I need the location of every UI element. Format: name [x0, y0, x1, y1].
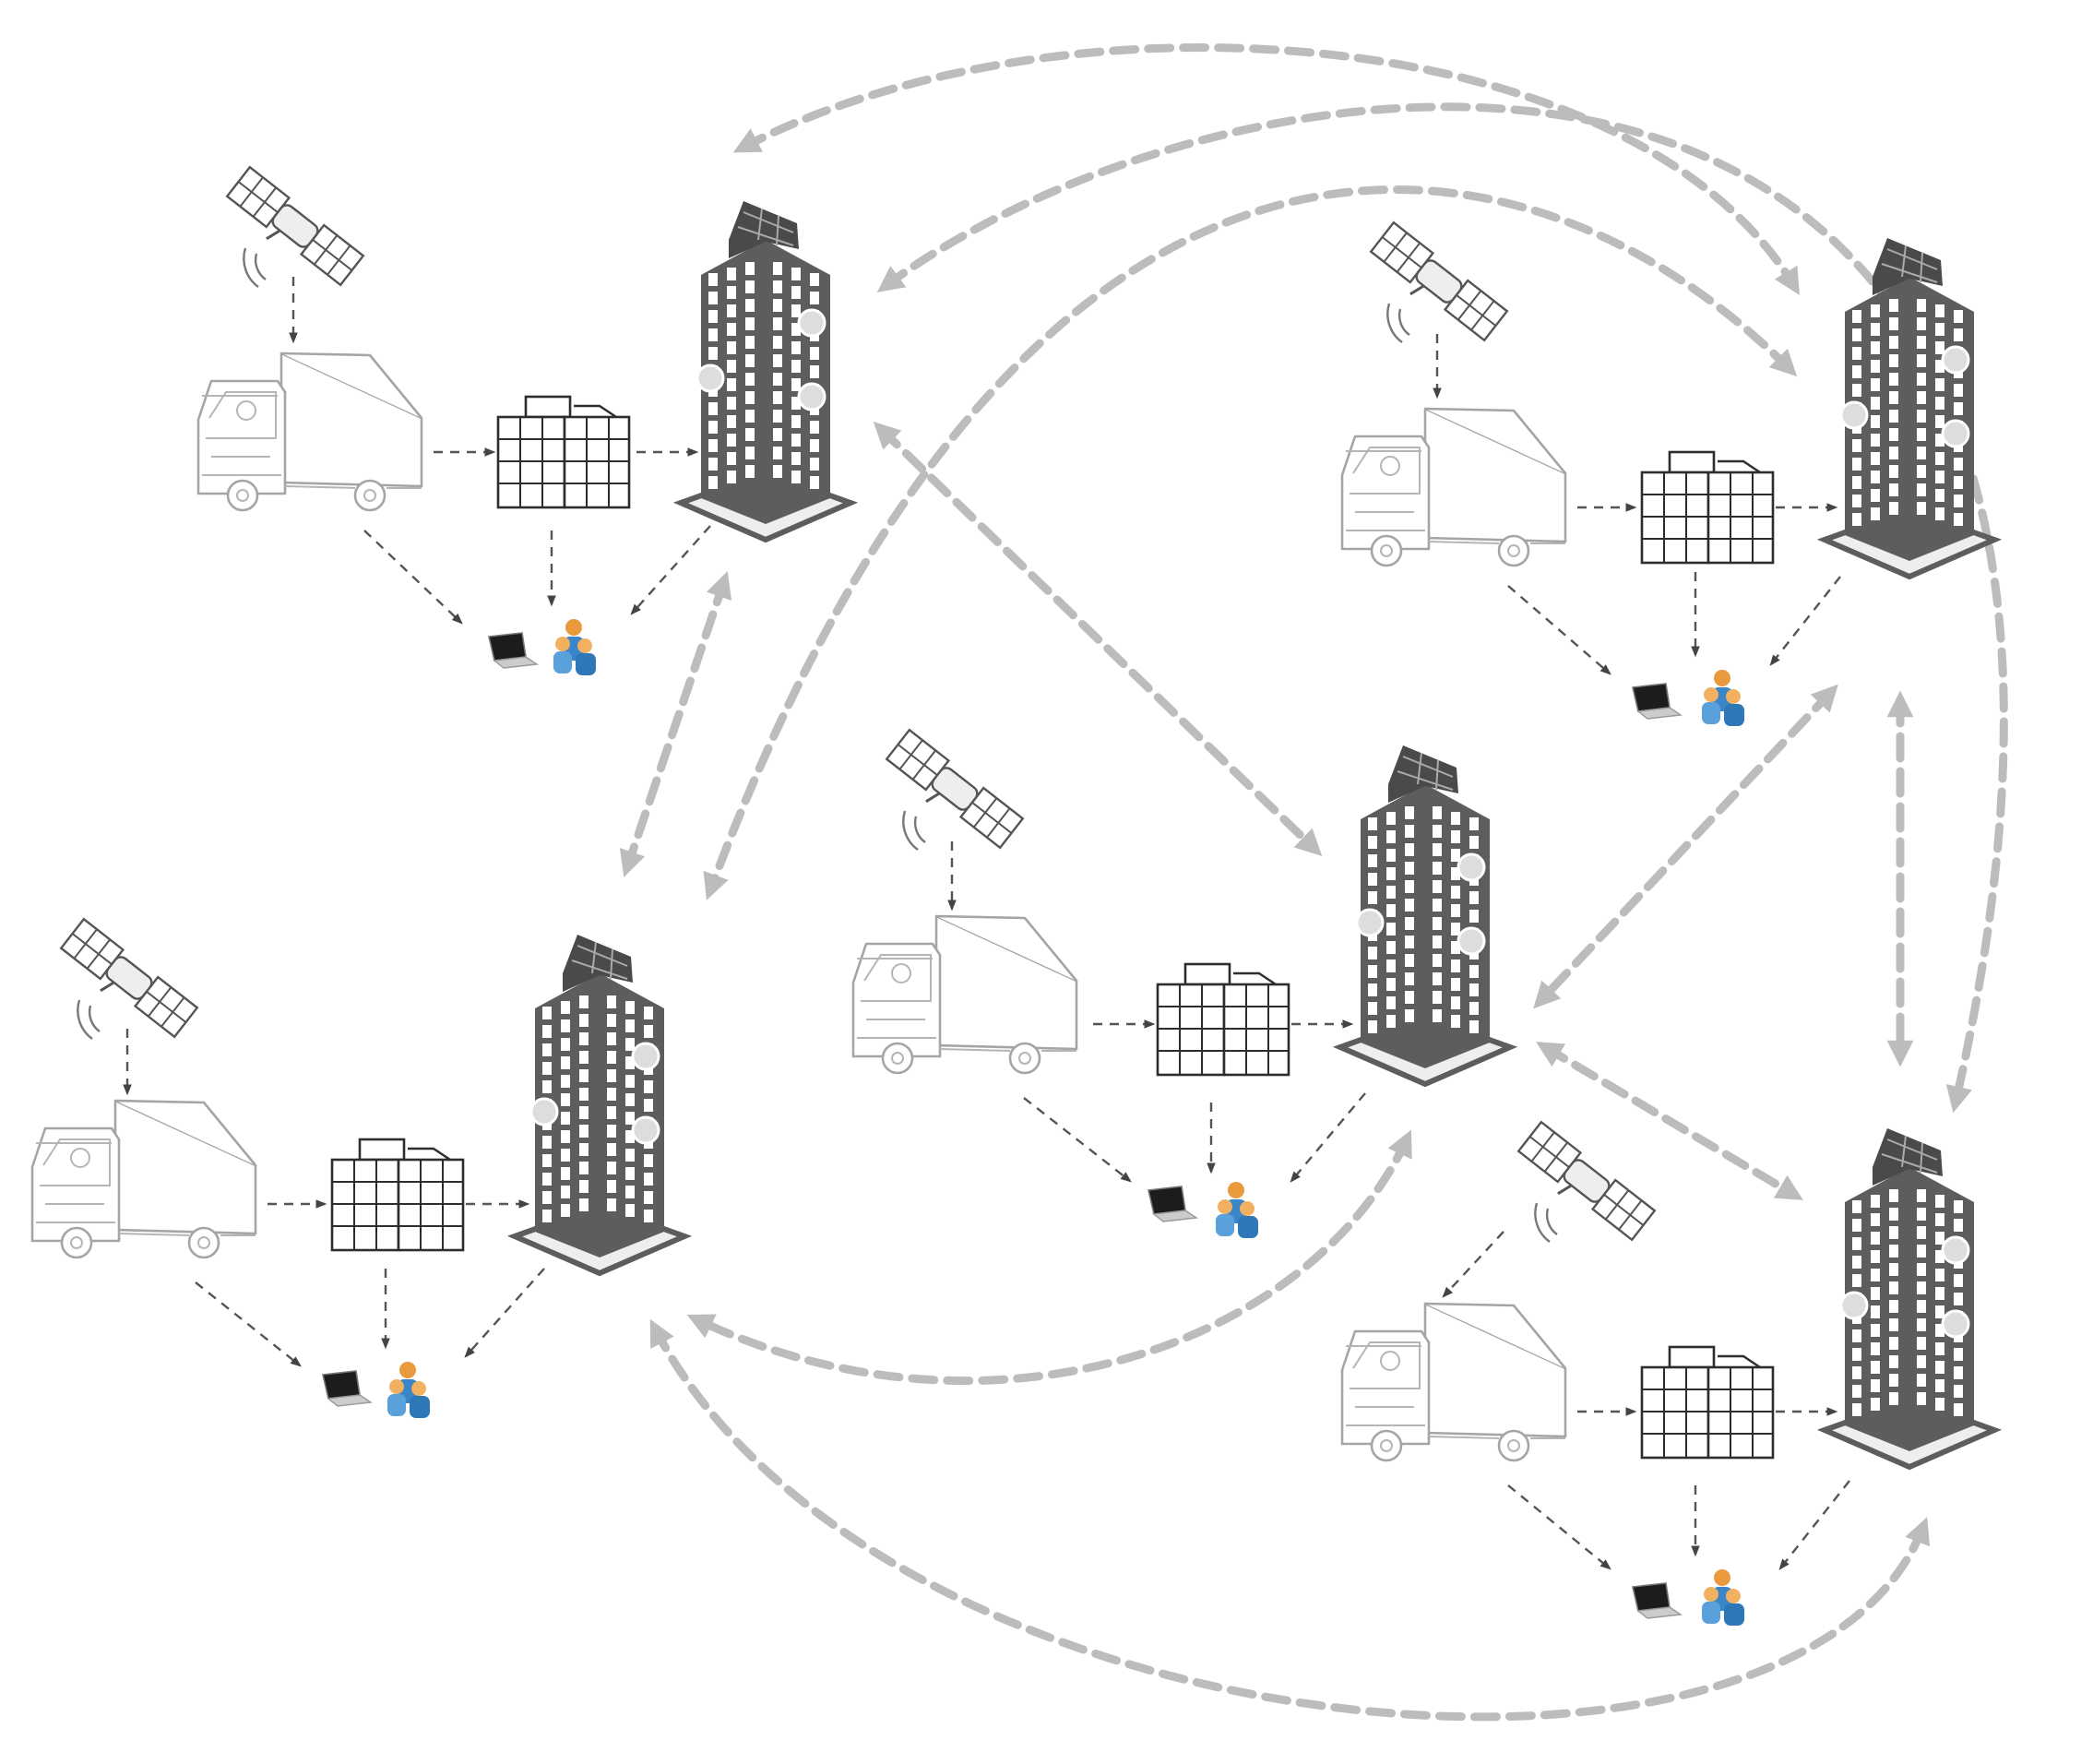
link-top-right-to-bottom-left — [703, 185, 1798, 900]
network-links — [619, 43, 2008, 1722]
building-icon — [1825, 238, 1994, 577]
node-group-center — [851, 728, 1510, 1238]
satellite-icon — [54, 917, 199, 1046]
people-icon — [553, 619, 596, 675]
satellite-icon — [1511, 1120, 1657, 1249]
building-icon — [1825, 1128, 1994, 1467]
data-flow-arrow — [1507, 585, 1611, 675]
node-groups — [30, 165, 1994, 1626]
link-top-left-to-top-right — [732, 43, 1800, 295]
data-flow-arrow — [1023, 1097, 1132, 1183]
satellite-icon — [879, 728, 1025, 857]
data-flow-arrow — [1290, 1092, 1366, 1183]
data-flow-arrow — [1442, 1231, 1504, 1298]
satellite-icon — [220, 165, 365, 294]
link-top-right-to-center — [1533, 684, 1838, 1009]
building-icon — [1340, 745, 1510, 1084]
link-top-left-to-bottom-right — [876, 102, 2008, 1114]
building-icon — [515, 935, 684, 1273]
node-group-top-right — [1340, 220, 1994, 726]
warehouse-icon — [1640, 1345, 1775, 1460]
truck-icon — [30, 1099, 257, 1259]
laptop-icon — [322, 1370, 372, 1407]
people-icon — [1702, 1569, 1744, 1626]
data-flow-arrow — [363, 530, 463, 625]
data-flow-arrow — [195, 1281, 302, 1367]
node-group-bottom-right — [1340, 1120, 1994, 1626]
satellite-icon — [1363, 220, 1509, 350]
laptop-icon — [1632, 1582, 1682, 1619]
warehouse-icon — [496, 395, 631, 509]
link-top-left-to-bottom-left — [619, 571, 732, 877]
laptop-icon — [488, 632, 538, 669]
warehouse-icon — [1156, 962, 1290, 1077]
warehouse-icon — [330, 1138, 465, 1252]
laptop-icon — [1632, 683, 1682, 720]
truck-icon — [1340, 1302, 1567, 1462]
laptop-icon — [1148, 1186, 1197, 1222]
data-flow-arrow — [1769, 576, 1841, 666]
node-group-top-left — [196, 165, 850, 675]
link-center-to-bottom-right — [1536, 1042, 1803, 1200]
link-bottom-left-to-bottom-right — [649, 1318, 1931, 1722]
people-icon — [1702, 670, 1744, 726]
people-icon — [387, 1362, 430, 1418]
data-flow-arrow — [1507, 1484, 1611, 1570]
link-center-to-bottom-left — [686, 1129, 1412, 1386]
warehouse-icon — [1640, 450, 1775, 565]
data-flow-arrow — [464, 1268, 545, 1358]
truck-icon — [196, 352, 423, 512]
node-group-bottom-left — [30, 917, 684, 1418]
data-flow-arrow — [1778, 1480, 1850, 1570]
data-flow-arrow — [630, 525, 711, 615]
people-icon — [1216, 1182, 1258, 1238]
building-icon — [681, 201, 850, 540]
truck-icon — [851, 914, 1078, 1075]
truck-icon — [1340, 407, 1567, 567]
